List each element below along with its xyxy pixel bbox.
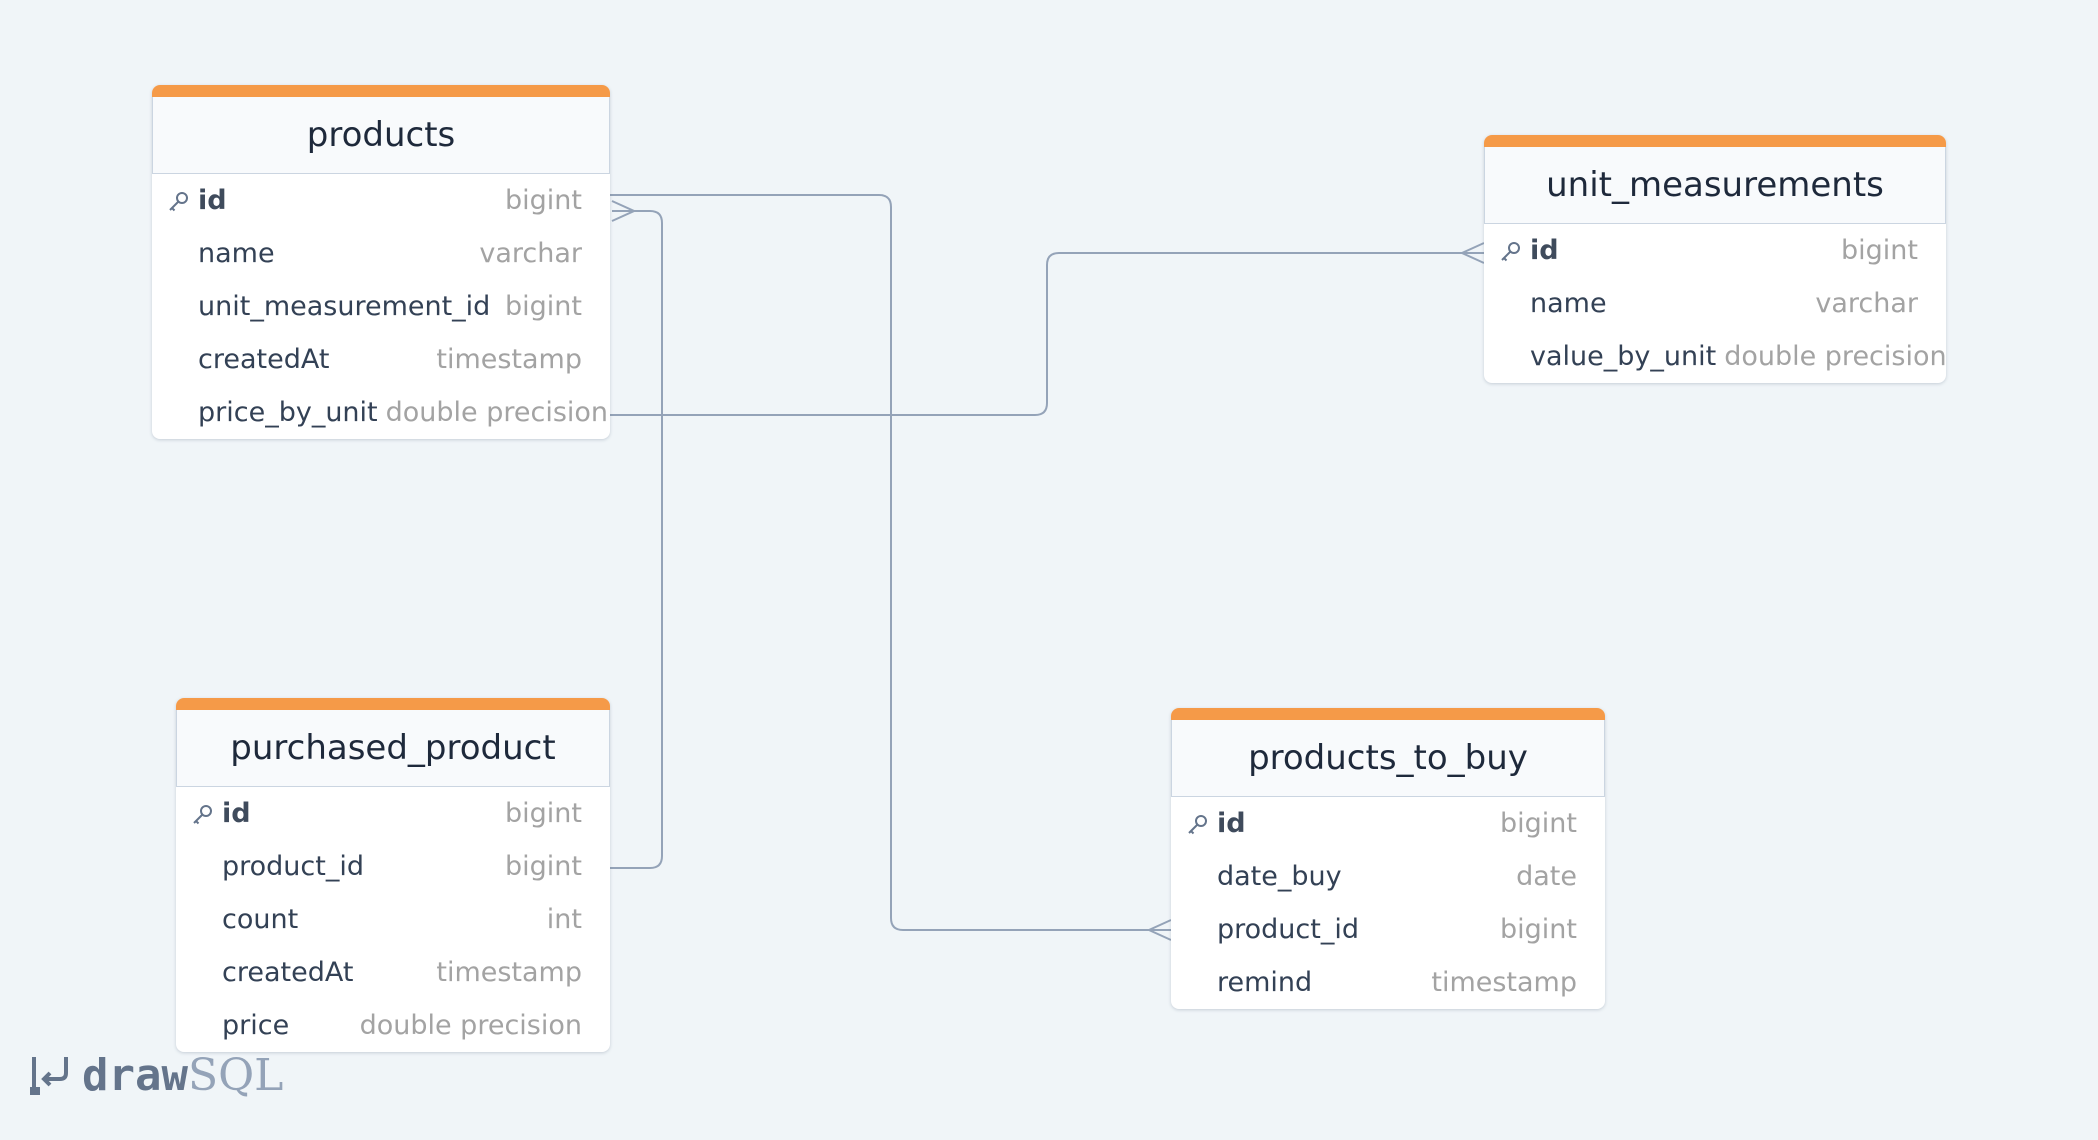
column-type: int — [546, 904, 582, 935]
table-products-to-buy[interactable]: products_to_buy id bigint date_buy date … — [1171, 708, 1605, 1009]
column-row[interactable]: remind timestamp — [1171, 956, 1605, 1009]
key-icon — [1185, 797, 1211, 850]
table-title: unit_measurements — [1484, 147, 1946, 224]
key-icon — [190, 787, 216, 840]
column-type: bigint — [1841, 235, 1918, 266]
column-name: id — [1217, 808, 1246, 839]
logo-text-sql: SQL — [187, 1049, 284, 1101]
column-row[interactable]: product_id bigint — [1171, 903, 1605, 956]
column-type: timestamp — [436, 957, 582, 988]
column-name: id — [1530, 235, 1559, 266]
column-name: price — [222, 1010, 290, 1041]
column-row[interactable]: value_by_unit double precision — [1484, 330, 1947, 383]
column-type: double precision — [1724, 341, 1947, 372]
key-icon — [1498, 224, 1524, 277]
column-type: date — [1516, 861, 1577, 892]
table-title: products — [152, 97, 610, 174]
table-header-bar — [176, 698, 610, 710]
column-row[interactable]: id bigint — [176, 787, 610, 840]
key-icon — [166, 174, 192, 227]
crowfoot-products-to-buy-product-id — [1146, 919, 1172, 941]
table-unit-measurements[interactable]: unit_measurements id bigint name varchar… — [1484, 135, 1947, 383]
column-row[interactable]: name varchar — [1484, 277, 1946, 330]
column-row[interactable]: name varchar — [152, 227, 610, 280]
column-type: bigint — [505, 291, 582, 322]
column-row[interactable]: product_id bigint — [176, 840, 610, 893]
logo-text-draw: draw — [82, 1049, 188, 1101]
column-type: double precision — [359, 1010, 582, 1041]
crowfoot-products-id — [611, 200, 637, 222]
column-name: name — [1530, 288, 1607, 319]
relation-purchased-product-products — [610, 210, 663, 869]
column-row[interactable]: price double precision — [176, 999, 610, 1052]
table-title: purchased_product — [176, 710, 610, 787]
column-row[interactable]: id bigint — [1484, 224, 1946, 277]
column-row[interactable]: date_buy date — [1171, 850, 1605, 903]
column-name: createdAt — [198, 344, 330, 375]
column-type: varchar — [1815, 288, 1918, 319]
column-type: bigint — [1500, 914, 1577, 945]
column-name: product_id — [1217, 914, 1359, 945]
column-row[interactable]: unit_measurement_id bigint — [152, 280, 610, 333]
column-row[interactable]: createdAt timestamp — [176, 946, 610, 999]
column-type: double precision — [385, 397, 609, 428]
column-name: createdAt — [222, 957, 354, 988]
column-row[interactable]: id bigint — [152, 174, 610, 227]
column-type: varchar — [479, 238, 582, 269]
relation-products-products-to-buy — [610, 194, 1171, 931]
column-type: timestamp — [436, 344, 582, 375]
column-name: remind — [1217, 967, 1313, 998]
column-name: product_id — [222, 851, 364, 882]
table-header-bar — [1484, 135, 1946, 147]
table-header-bar — [152, 85, 610, 97]
column-name: id — [198, 185, 227, 216]
relation-products-unit-measurements — [610, 252, 1484, 416]
column-row[interactable]: price_by_unit double precision — [152, 386, 610, 439]
table-title: products_to_buy — [1171, 720, 1605, 797]
column-name: unit_measurement_id — [198, 291, 491, 322]
column-type: timestamp — [1431, 967, 1577, 998]
table-products[interactable]: products id bigint name varchar unit_mea… — [152, 85, 610, 439]
column-type: bigint — [505, 185, 582, 216]
table-purchased-product[interactable]: purchased_product id bigint product_id b… — [176, 698, 610, 1052]
column-name: name — [198, 238, 275, 269]
column-name: id — [222, 798, 251, 829]
column-name: value_by_unit — [1530, 341, 1717, 372]
table-header-bar — [1171, 708, 1605, 720]
crowfoot-unit-measurements-id — [1459, 242, 1485, 264]
column-row[interactable]: id bigint — [1171, 797, 1605, 850]
column-type: bigint — [1500, 808, 1577, 839]
drawsql-logo-icon — [30, 1057, 68, 1095]
column-name: count — [222, 904, 299, 935]
column-row[interactable]: count int — [176, 893, 610, 946]
column-name: price_by_unit — [198, 397, 378, 428]
column-name: date_buy — [1217, 861, 1342, 892]
column-row[interactable]: createdAt timestamp — [152, 333, 610, 386]
column-type: bigint — [505, 798, 582, 829]
column-type: bigint — [505, 851, 582, 882]
